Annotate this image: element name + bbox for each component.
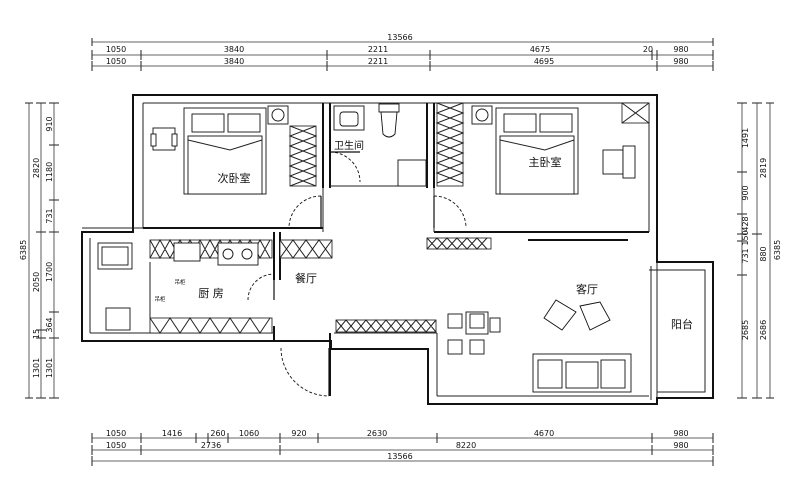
dim-left1-1: 1180 — [45, 162, 54, 182]
dim-bot1-5: 2630 — [367, 429, 387, 438]
dim-right1-2: 428 — [741, 216, 750, 231]
dim-top1-4: 20 — [643, 45, 653, 54]
dim-top2-4: 980 — [673, 57, 688, 66]
dim-right-total: 6385 — [773, 240, 782, 260]
dim-right1-3: 150 — [741, 230, 750, 245]
dim-top1-1: 3840 — [224, 45, 244, 54]
dim-bot1-4: 920 — [291, 429, 306, 438]
dim-top1-3: 4675 — [530, 45, 550, 54]
dim-right1-1: 900 — [741, 185, 750, 200]
dim-bot-total: 13566 — [387, 452, 412, 461]
dim-left1-0: 910 — [45, 116, 54, 131]
dim-right1-5: 880 — [759, 246, 768, 261]
room-label-living: 客厅 — [576, 282, 598, 296]
label-cabinet-lower: 吊柜 — [154, 295, 166, 303]
dim-top2-2: 2211 — [368, 57, 388, 66]
dim-right1-0: 1491 — [741, 128, 750, 148]
dim-top1-5: 980 — [673, 45, 688, 54]
room-label-balcony: 阳台 — [671, 317, 693, 331]
dim-right1-6: 2686 — [759, 320, 768, 340]
label-cabinet-upper: 吊柜 — [174, 278, 186, 286]
dim-left2-1: 2050 — [32, 272, 41, 292]
dim-bot2-3: 980 — [673, 441, 688, 450]
dim-right2-0: 2819 — [759, 158, 768, 178]
dim-bot2-2: 8220 — [456, 441, 476, 450]
room-label-kitchen: 厨 房 — [198, 287, 224, 300]
dim-top2-3: 4695 — [534, 57, 554, 66]
dim-left2-2: 15 — [32, 329, 41, 339]
dim-top2-0: 1050 — [106, 57, 126, 66]
master-bedroom-chair — [602, 149, 624, 175]
bathroom-toilet — [380, 111, 398, 138]
dim-top-total: 13566 — [387, 33, 412, 42]
dim-right2-1: 2685 — [741, 320, 750, 340]
living-armchair-right — [579, 301, 611, 331]
left-dimensions: 6385 2820 2050 15 1301 910 1180 731 1700… — [19, 102, 59, 399]
dim-bot1-1: 1416 — [162, 429, 182, 438]
dim-top1-0: 1050 — [106, 45, 126, 54]
doors — [247, 151, 467, 397]
dim-top2-1: 3840 — [224, 57, 244, 66]
room-label-dining: 餐厅 — [295, 271, 317, 285]
room-label-second-bedroom: 次卧室 — [218, 171, 251, 185]
right-dimensions: 1491 900 428 150 731 880 2686 2819 2685 … — [737, 102, 782, 399]
dim-left2-0: 2820 — [32, 158, 41, 178]
dim-left1-4: 364 — [45, 317, 54, 332]
kitchen-stove — [217, 242, 259, 266]
room-label-master-bedroom: 主卧室 — [529, 155, 562, 169]
room-label-bathroom: 卫生间 — [334, 139, 364, 152]
dim-left-total: 6385 — [19, 240, 28, 260]
dim-left1-3: 1700 — [45, 262, 54, 282]
dim-left1-5: 1301 — [45, 358, 54, 378]
walls — [81, 94, 714, 405]
bottom-dimensions: 1050 1416 260 1060 920 2630 4670 980 105… — [91, 429, 714, 466]
dim-bot1-7: 980 — [673, 429, 688, 438]
dim-left2-3: 1301 — [32, 358, 41, 378]
dim-bot1-2: 260 — [210, 429, 225, 438]
dim-bot1-6: 4670 — [534, 429, 554, 438]
dim-bot1-0: 1050 — [106, 429, 126, 438]
dim-bot2-1: 2736 — [201, 441, 221, 450]
dim-bot1-3: 1060 — [239, 429, 259, 438]
furniture — [97, 103, 636, 393]
dim-left1-2: 731 — [45, 208, 54, 223]
living-armchair-left — [543, 299, 577, 331]
room-labels: 次卧室 卫生间 主卧室 厨 房 餐厅 客厅 阳台 吊柜 吊柜 — [154, 139, 693, 331]
dim-right1-4: 731 — [741, 248, 750, 263]
kitchen-washer — [105, 307, 131, 331]
dim-bot2-0: 1050 — [106, 441, 126, 450]
top-dimensions: 13566 1050 3840 2211 4675 20 980 1050 38… — [91, 33, 714, 71]
dim-top1-2: 2211 — [368, 45, 388, 54]
